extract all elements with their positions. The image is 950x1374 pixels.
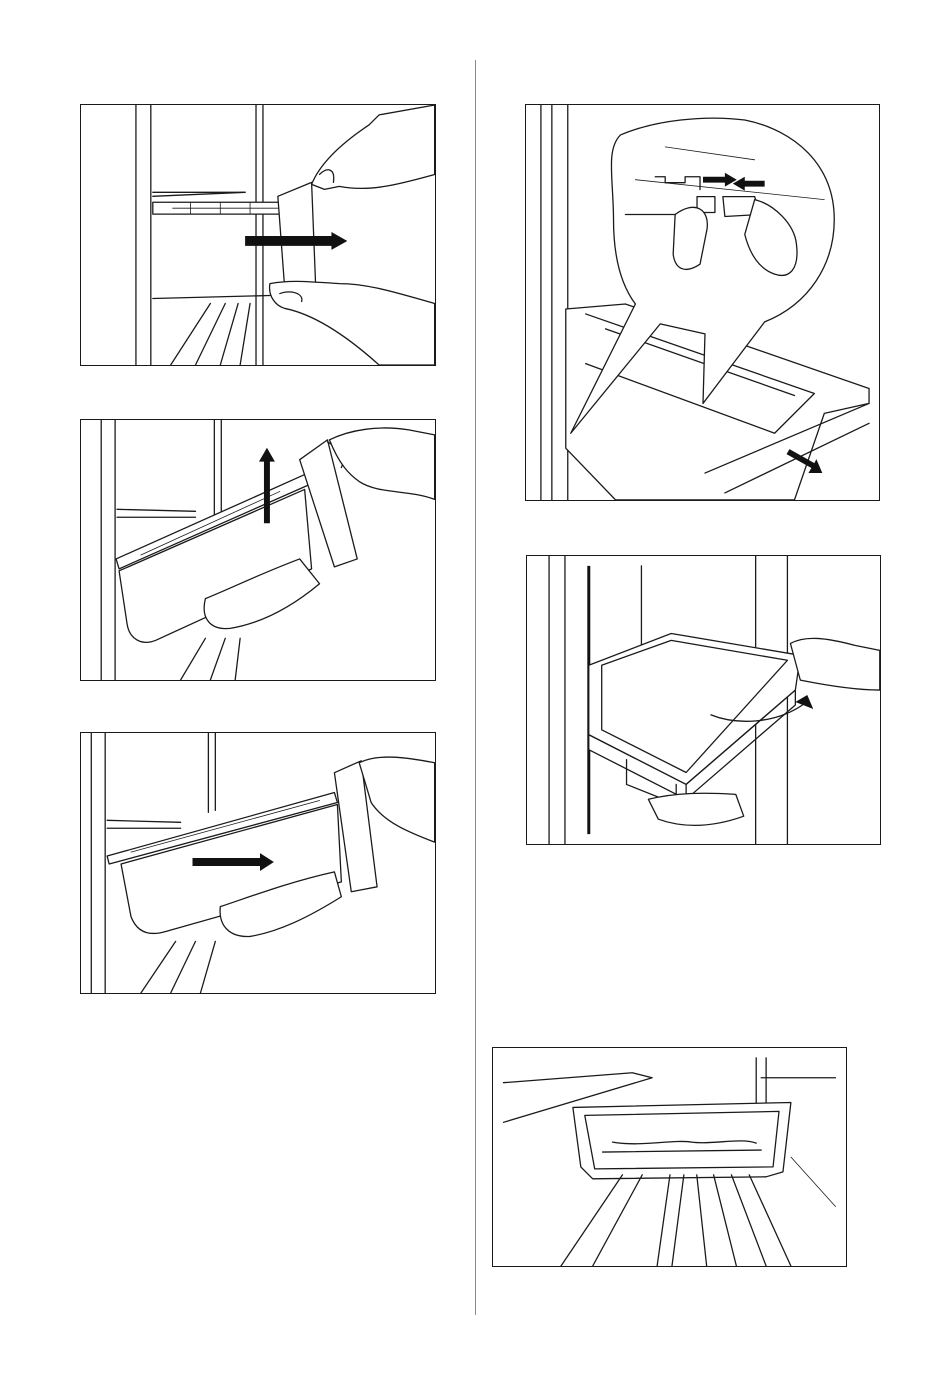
figure-slide-drawer-out <box>80 732 436 994</box>
illustration-tilt-shelf <box>527 556 880 844</box>
illustration-slide-drawer <box>81 733 435 993</box>
figure-lift-drawer-up <box>80 419 436 681</box>
figure-release-shelf-clips <box>525 104 880 501</box>
illustration-shelf-clips <box>526 105 879 500</box>
illustration-bottom-tray <box>493 1048 846 1266</box>
illustration-pull-drawer <box>81 105 435 365</box>
figure-tilt-shelf-out <box>526 555 881 845</box>
illustration-lift-drawer <box>81 420 435 680</box>
figure-pull-drawer-out <box>80 104 436 366</box>
column-divider <box>475 60 476 1315</box>
figure-bottom-tray <box>492 1047 847 1267</box>
